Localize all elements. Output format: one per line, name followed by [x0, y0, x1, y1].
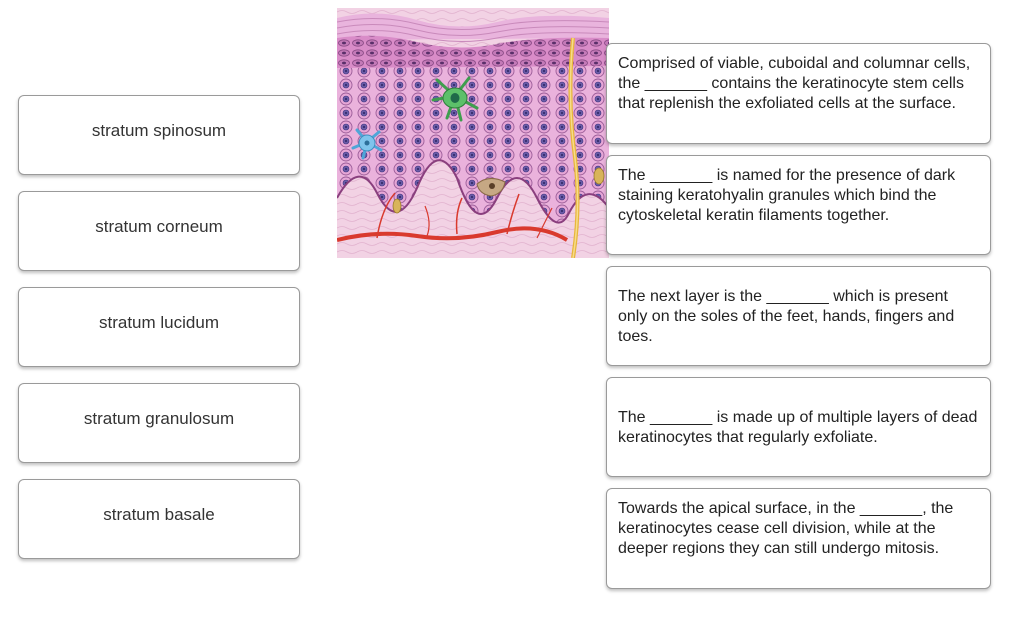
- description-box-2[interactable]: The _______ is named for the presence of…: [606, 155, 991, 255]
- term-label: stratum basale: [103, 505, 215, 524]
- term-stratum-lucidum[interactable]: stratum lucidum: [18, 287, 300, 367]
- term-label: stratum granulosum: [83, 409, 235, 428]
- description-text: The next layer is the _______ which is p…: [618, 288, 955, 345]
- description-text: The _______ is named for the presence of…: [618, 167, 956, 224]
- description-text: Towards the apical surface, in the _____…: [618, 500, 954, 557]
- term-label: stratum spinosum: [91, 121, 227, 140]
- term-stratum-corneum[interactable]: stratum corneum: [18, 191, 300, 271]
- description-box-1[interactable]: Comprised of viable, cuboidal and column…: [606, 43, 991, 144]
- description-box-4[interactable]: The _______ is made up of multiple layer…: [606, 377, 991, 477]
- epidermis-illustration: [337, 8, 609, 258]
- melanocyte-cell: [431, 76, 479, 122]
- description-text: The _______ is made up of multiple layer…: [618, 409, 978, 446]
- term-label: stratum lucidum: [99, 313, 219, 332]
- term-stratum-basale[interactable]: stratum basale: [18, 479, 300, 559]
- term-stratum-spinosum[interactable]: stratum spinosum: [18, 95, 300, 175]
- merkel-cell: [476, 178, 506, 197]
- description-box-3[interactable]: The next layer is the _______ which is p…: [606, 266, 991, 366]
- term-stratum-granulosum[interactable]: stratum granulosum: [18, 383, 300, 463]
- langerhans-cell: [351, 128, 383, 160]
- skin-layers-image: [337, 8, 609, 258]
- description-text: Comprised of viable, cuboidal and column…: [618, 55, 971, 112]
- term-label: stratum corneum: [95, 217, 223, 236]
- description-box-5[interactable]: Towards the apical surface, in the _____…: [606, 488, 991, 589]
